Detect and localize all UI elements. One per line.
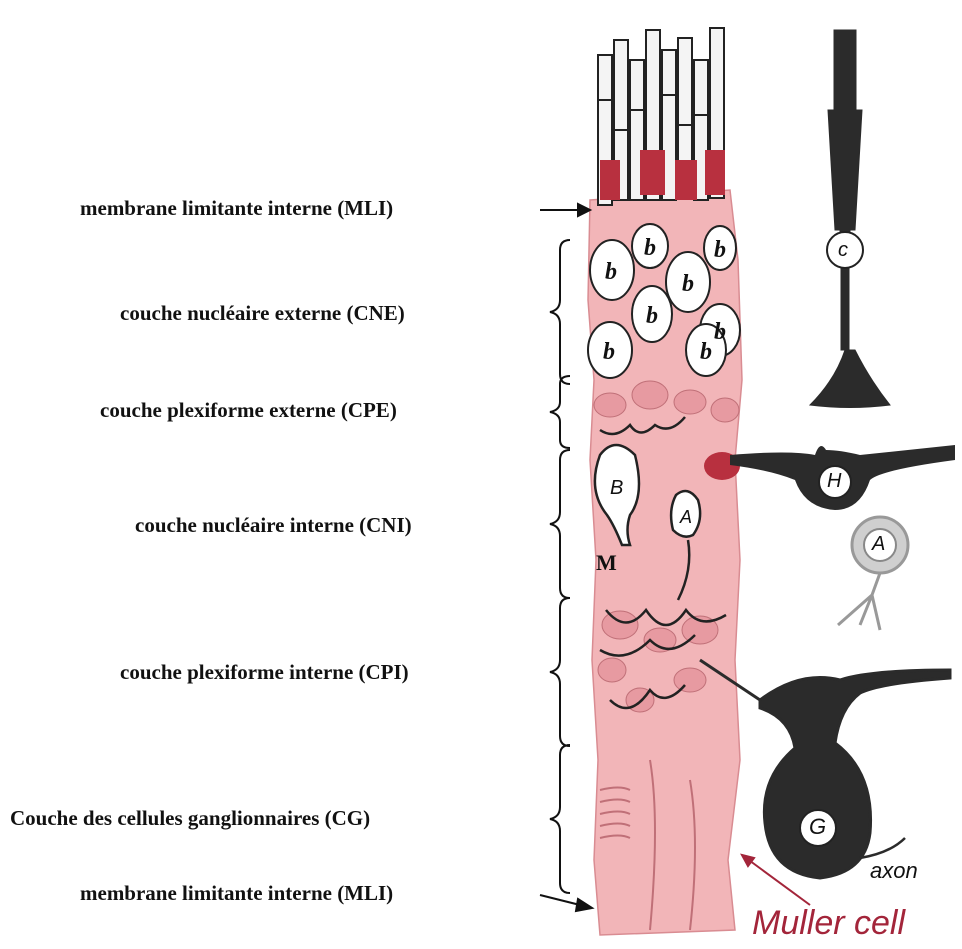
label-mli-bottom: membrane limitante interne (MLI) — [80, 883, 393, 904]
rod-nucleus-label-1: b — [605, 260, 617, 284]
label-cne: couche nucléaire externe (CNE) — [120, 303, 405, 324]
rod-nucleus-label-5: b — [646, 304, 658, 328]
label-cpi: couche plexiforme interne (CPI) — [120, 662, 409, 683]
label-mli-top: membrane limitante interne (MLI) — [80, 198, 393, 219]
ganglion-nucleus-label: G — [809, 816, 826, 838]
arrow-mli-bottom — [540, 895, 592, 911]
rod-nucleus-label-6: b — [714, 320, 726, 344]
rod-nucleus-label-2: b — [644, 236, 656, 260]
rod-nucleus-label-7: b — [603, 340, 615, 364]
amacrine-right-label: A — [872, 534, 885, 554]
arrow-mli-top — [540, 204, 590, 216]
horizontal-nucleus-label: H — [827, 471, 841, 491]
rod-nucleus-label-8: b — [700, 340, 712, 364]
amacrine-column-label: A — [680, 508, 692, 526]
rod-nucleus-label-4: b — [714, 238, 726, 262]
cone-cell — [810, 30, 890, 408]
axon-label: axon — [870, 860, 918, 882]
cone-nucleus-label: c — [838, 240, 848, 260]
layer-braces — [550, 240, 570, 893]
label-cpe: couche plexiforme externe (CPE) — [100, 400, 397, 421]
bipolar-label: B — [610, 478, 623, 498]
label-cg: Couche des cellules ganglionnaires (CG) — [10, 808, 370, 829]
muller-cell-label: Muller cell — [752, 906, 905, 940]
label-cni: couche nucléaire interne (CNI) — [135, 515, 412, 536]
muller-mark-label: M — [596, 552, 617, 574]
rod-nucleus-label-3: b — [682, 272, 694, 296]
